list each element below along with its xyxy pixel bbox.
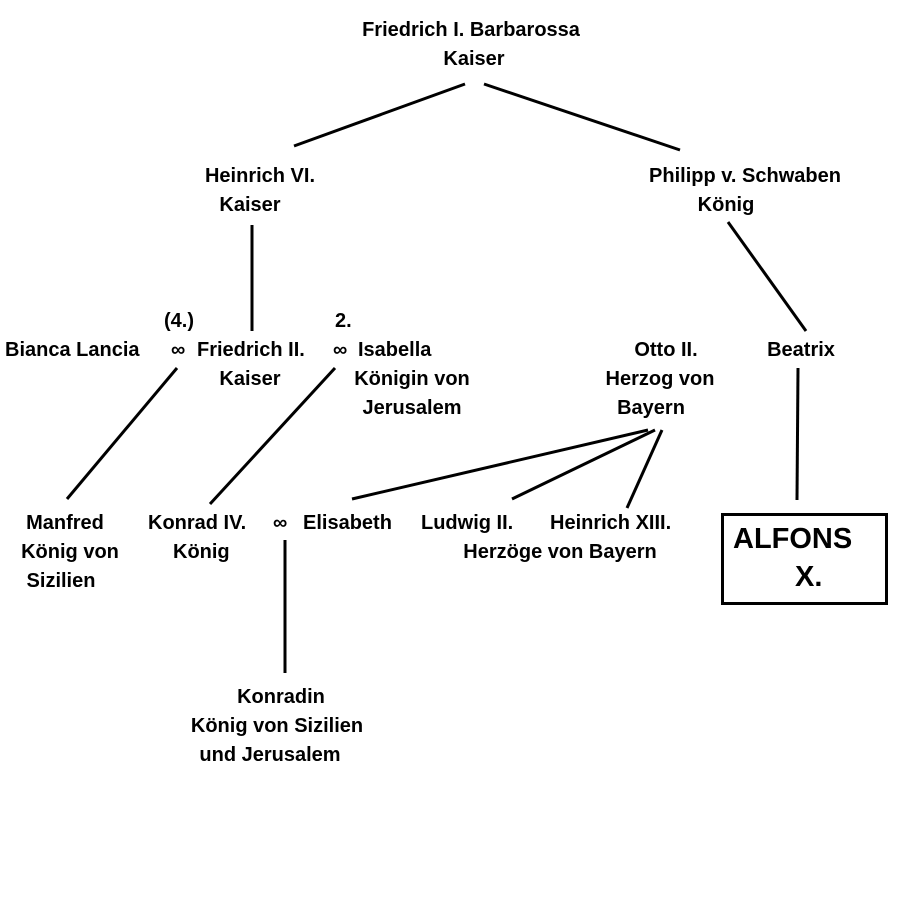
marriage-symbol: ∞	[171, 339, 186, 361]
konradin-title-line2: und Jerusalem	[199, 744, 341, 766]
konrad4-title: König	[173, 541, 230, 563]
barbarossa-title: Kaiser	[443, 48, 505, 70]
heinrich13-name: Heinrich XIII.	[550, 512, 672, 534]
barbarossa-name: Friedrich I. Barbarossa	[362, 19, 580, 41]
philipp-title: König	[697, 194, 755, 216]
marriage-symbol: ∞	[333, 339, 348, 361]
line-otto-heinrich13	[625, 429, 664, 509]
isabella-name: Isabella	[358, 339, 432, 361]
alfons-line1: ALFONS	[733, 523, 853, 555]
manfred-title-line2: Sizilien	[26, 570, 96, 592]
bianca-name: Bianca Lancia	[5, 339, 140, 361]
line-otto-elisabeth	[351, 428, 649, 501]
konradin-title-line1: König von Sizilien	[190, 715, 364, 737]
ludwig2-name: Ludwig II.	[421, 512, 514, 534]
isabella-marriage-number: 2.	[335, 310, 352, 332]
otto-title-line1: Herzog von	[605, 368, 715, 390]
konradin-name: Konradin	[237, 686, 325, 708]
elisabeth-name: Elisabeth	[303, 512, 392, 534]
otto-name: Otto II.	[634, 339, 698, 361]
manfred-name: Manfred	[26, 512, 104, 534]
herzoege-title: Herzöge von Bayern	[463, 541, 657, 563]
philipp-name: Philipp v. Schwaben	[649, 165, 841, 187]
marriage-symbol: ∞	[273, 512, 288, 534]
beatrix-name: Beatrix	[767, 339, 835, 361]
konrad4-name: Konrad IV.	[148, 512, 247, 534]
friedrich2-name: Friedrich II.	[197, 339, 305, 361]
heinrich6-title: Kaiser	[219, 194, 281, 216]
line-bianca-manfred	[65, 367, 179, 500]
isabella-title-line1: Königin von	[354, 368, 470, 390]
heinrich6-name: Heinrich VI.	[204, 165, 316, 187]
friedrich2-title: Kaiser	[219, 368, 281, 390]
line-otto-ludwig	[511, 428, 656, 501]
otto-title-line2: Bayern	[617, 397, 685, 419]
line-barbarossa-philipp	[483, 82, 681, 152]
isabella-title-line2: Jerusalem	[362, 397, 462, 419]
line-barbarossa-heinrich	[293, 82, 466, 148]
line-beatrix-alfons	[795, 367, 800, 501]
line-philipp-beatrix	[726, 221, 808, 332]
bianca-marriage-number: (4.)	[164, 310, 194, 332]
alfons-box	[721, 513, 888, 605]
line-isabella-konrad	[208, 366, 337, 506]
alfons-line2: X.	[795, 561, 823, 593]
manfred-title-line1: König von	[21, 541, 119, 563]
